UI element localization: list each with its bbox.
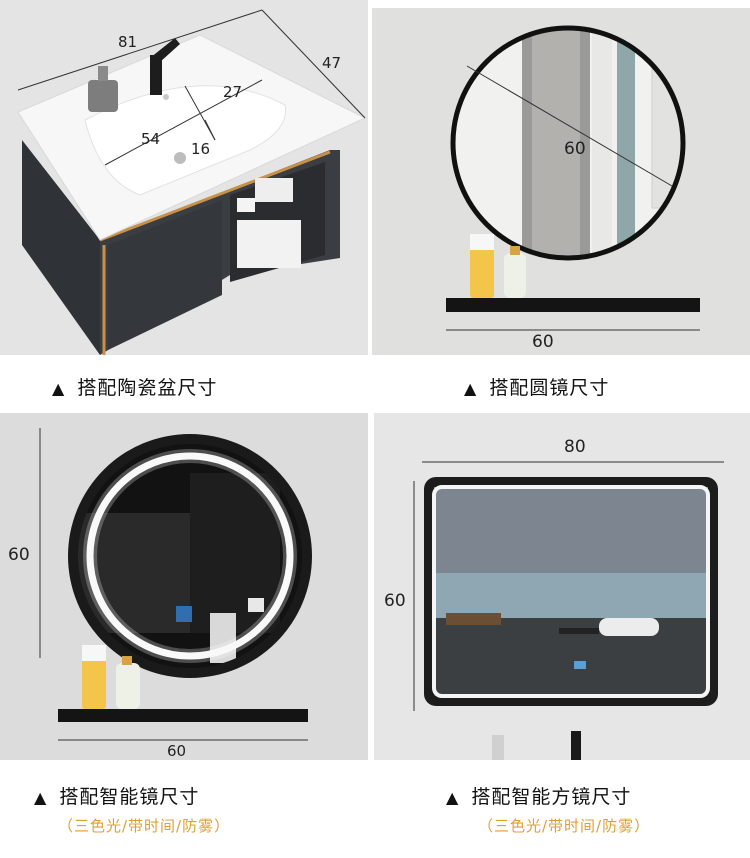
smart-mirror-caption: ▲搭配智能镜尺寸	[34, 786, 200, 808]
basin-depth-label: 27	[223, 83, 243, 101]
round-mirror-panel: 60 60	[372, 8, 750, 355]
sink-depth-label: 47	[322, 54, 342, 72]
sink-cabinet-panel: 81 47 27 54 16	[0, 0, 368, 355]
smart-mirror-note: （三色光/带时间/防雾）	[58, 817, 231, 835]
round-mirror-illustration	[446, 25, 700, 331]
sink-caption: ▲搭配陶瓷盆尺寸	[52, 377, 218, 399]
smart-mirror-height-label: 60	[8, 545, 30, 565]
triangle-bullet-icon: ▲	[446, 788, 460, 807]
sink-width-label: 81	[118, 33, 138, 51]
smart-shelf-width-label: 60	[167, 742, 187, 760]
basin-width-label: 54	[141, 130, 161, 148]
smart-square-mirror-note: （三色光/带时间/防雾）	[478, 817, 651, 835]
smart-square-mirror-panel: 80 60	[374, 413, 750, 760]
round-mirror-diameter-label: 60	[564, 139, 586, 159]
smart-square-mirror-illustration	[413, 461, 724, 760]
smart-mirror-panel: 60 60	[0, 413, 368, 760]
triangle-bullet-icon: ▲	[52, 379, 66, 398]
sink-cabinet-illustration	[17, 9, 367, 355]
basin-height-label: 16	[191, 140, 211, 158]
round-shelf-width-label: 60	[532, 332, 554, 352]
smart-square-mirror-caption: ▲搭配智能方镜尺寸	[446, 786, 632, 808]
square-mirror-height-label: 60	[384, 591, 406, 611]
triangle-bullet-icon: ▲	[464, 379, 478, 398]
square-mirror-width-label: 80	[564, 437, 586, 457]
round-mirror-caption: ▲搭配圆镜尺寸	[464, 377, 610, 399]
triangle-bullet-icon: ▲	[34, 788, 48, 807]
smart-mirror-illustration	[39, 428, 312, 741]
